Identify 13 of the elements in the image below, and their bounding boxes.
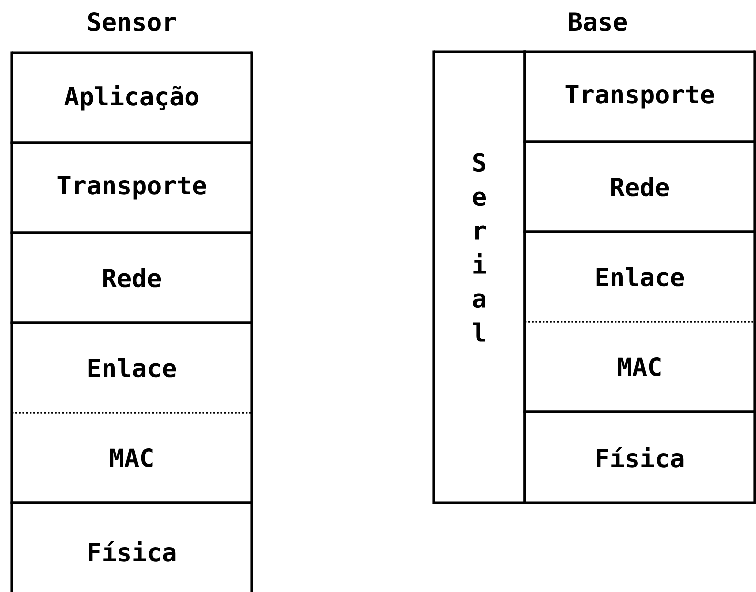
layer-box: Transporte	[10, 142, 254, 234]
layer-box: Aplicação	[10, 52, 254, 144]
layer-box: Enlace	[524, 230, 756, 323]
layer-box: Física	[524, 410, 756, 504]
layer-box: MAC	[524, 321, 756, 414]
layer-box: Transporte	[524, 50, 756, 144]
layer-box: Física	[10, 502, 254, 592]
layer-box: Rede	[524, 140, 756, 234]
layer-column: Serial	[432, 50, 526, 504]
stack-heading: Base	[569, 12, 628, 32]
layer-box: Rede	[10, 232, 254, 324]
layer-box: MAC	[10, 412, 254, 504]
layer-box: Enlace	[10, 322, 254, 414]
